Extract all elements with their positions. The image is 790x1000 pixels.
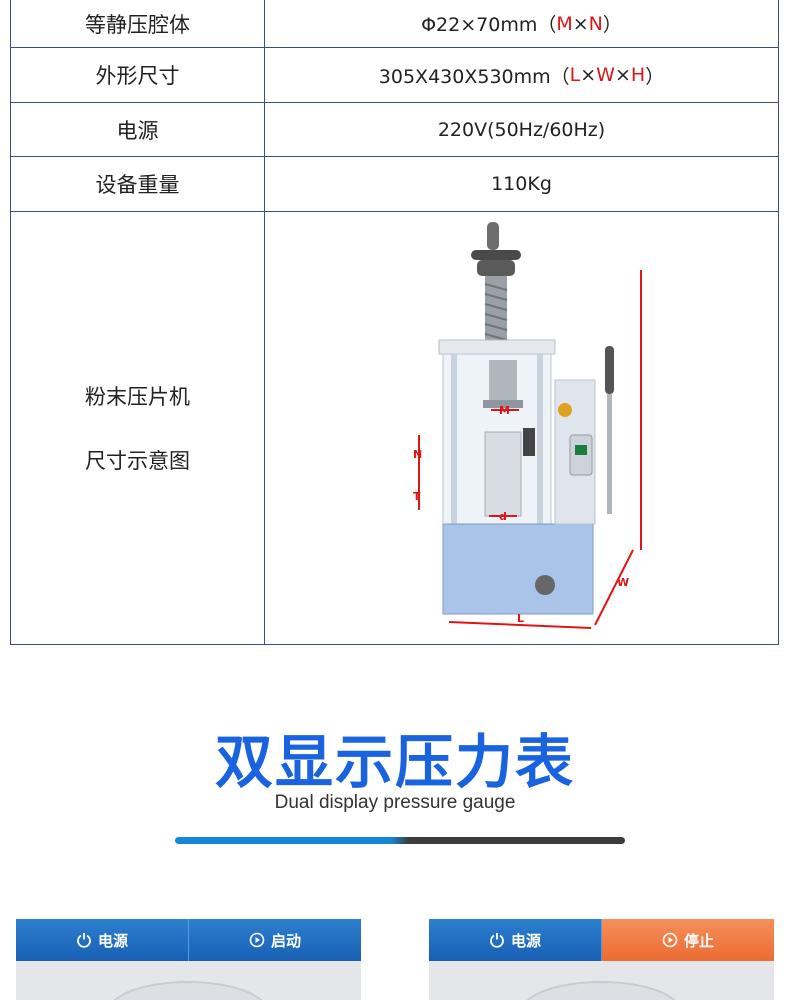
row-value: 305X430X530mm（L×W×H）	[265, 48, 778, 102]
power-label: 电源	[510, 931, 541, 950]
row-value: Φ22×70mm（M×N）	[265, 0, 778, 47]
mark-m: M	[499, 404, 510, 417]
row-label: 电源	[11, 103, 265, 156]
power-button[interactable]: 电源	[429, 919, 601, 961]
table-row: 电源 220V(50Hz/60Hz)	[11, 103, 778, 157]
power-button[interactable]: 电源	[16, 919, 188, 961]
panel-button-bar: 电源 停止	[429, 919, 774, 961]
stop-label: 停止	[683, 931, 714, 950]
power-icon	[490, 933, 504, 948]
value-text: Φ22×70mm（	[421, 14, 557, 36]
value-times: ×	[580, 64, 597, 86]
spec-table: 等静压腔体 Φ22×70mm（M×N） 外形尺寸 305X430X530mm（L…	[10, 0, 779, 645]
section-divider	[175, 837, 625, 844]
gauge-dial	[108, 981, 268, 1000]
row-label: 等静压腔体	[11, 0, 265, 47]
table-row: 等静压腔体 Φ22×70mm（M×N）	[11, 0, 778, 48]
table-row: 粉末压片机 尺寸示意图	[11, 212, 778, 644]
value-w: W	[596, 64, 615, 86]
diagram-label: 粉末压片机 尺寸示意图	[11, 212, 265, 644]
mark-t: T	[413, 490, 421, 503]
power-icon	[77, 933, 91, 948]
diagram-label-line1: 粉末压片机	[85, 385, 190, 409]
value-m: M	[556, 12, 573, 35]
stop-button[interactable]: 停止	[601, 919, 774, 961]
value-times: ×	[572, 12, 589, 35]
mark-n: N	[413, 448, 422, 461]
value-h: H	[630, 64, 646, 86]
press-machine-diagram: M d H W L N T	[413, 222, 642, 629]
gauge-panel-right: 电源 停止	[429, 919, 774, 1000]
row-value: 110Kg	[491, 173, 552, 195]
value-times: ×	[614, 64, 631, 86]
section-title: 双显示压力表	[214, 728, 575, 796]
gauge-dial	[521, 981, 681, 1000]
value-suffix: ）	[602, 14, 622, 36]
gauge-panel-left: 电源 启动	[16, 919, 361, 1000]
value-l: L	[569, 64, 581, 86]
panel-button-bar: 电源 启动	[16, 919, 361, 961]
row-label: 设备重量	[11, 157, 265, 211]
start-label: 启动	[270, 931, 301, 950]
power-label: 电源	[97, 931, 128, 950]
table-row: 外形尺寸 305X430X530mm（L×W×H）	[11, 48, 778, 103]
mark-w: W	[617, 576, 629, 589]
value-n: N	[588, 12, 603, 35]
row-label: 外形尺寸	[11, 48, 265, 102]
mark-d: d	[499, 510, 507, 523]
section-subtitle: Dual display pressure gauge	[274, 792, 516, 813]
mark-l: L	[517, 612, 524, 625]
table-row: 设备重量 110Kg	[11, 157, 778, 212]
diagram-label-line2: 尺寸示意图	[85, 449, 190, 473]
play-circle-icon	[249, 932, 265, 948]
gauge-display	[16, 961, 361, 1000]
diagram-cell: M d H W L N T	[265, 212, 778, 644]
play-circle-icon	[662, 932, 678, 948]
row-value: 220V(50Hz/60Hz)	[437, 118, 606, 141]
start-button[interactable]: 启动	[188, 919, 361, 961]
value-suffix: ）	[645, 65, 665, 88]
gauge-display	[429, 961, 774, 1000]
value-text: 305X430X530mm（	[378, 65, 570, 88]
